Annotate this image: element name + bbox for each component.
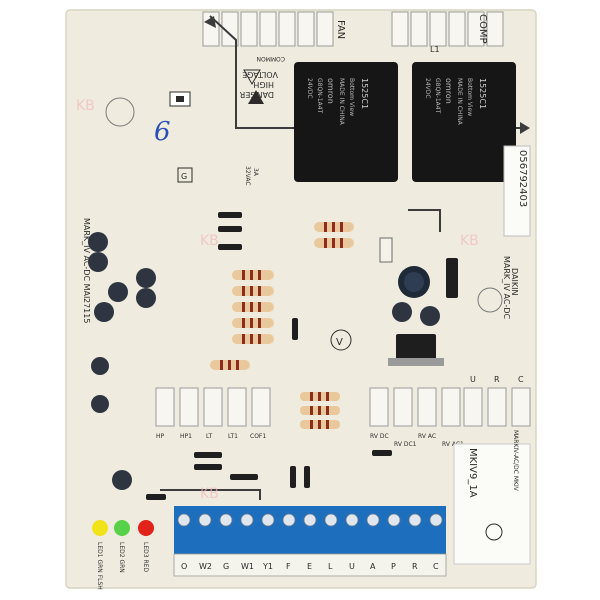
capacitor-group bbox=[88, 232, 440, 490]
terminal-g: G bbox=[223, 562, 229, 571]
svg-text:1525C1: 1525C1 bbox=[360, 78, 369, 109]
terminal-o: O bbox=[181, 562, 187, 571]
svg-text:Bottom View: Bottom View bbox=[348, 78, 355, 116]
terminal-block bbox=[174, 506, 446, 554]
serial-number: 056792403 bbox=[517, 150, 528, 207]
terminal-w2: W2 bbox=[199, 562, 212, 571]
serial-sticker bbox=[503, 145, 531, 237]
relay-right: 1525C1 Bottom View MADE IN CHINA omron G… bbox=[412, 62, 516, 182]
model-sticker bbox=[453, 443, 531, 565]
warning-triangle-icon bbox=[248, 90, 264, 104]
led-label-1: LED1 GRN FLSH bbox=[96, 542, 103, 590]
svg-text:MADE IN CHINA: MADE IN CHINA bbox=[338, 78, 345, 126]
model-number: MKIV9_1A bbox=[467, 448, 478, 498]
terminal-y1: Y1 bbox=[262, 562, 273, 571]
spade-label-hp: HP bbox=[156, 433, 165, 440]
corner-letter-c: C bbox=[518, 375, 524, 384]
l1-label: L1 bbox=[430, 45, 440, 54]
voltage-regulator bbox=[396, 334, 436, 364]
fan-label: FAN bbox=[335, 20, 346, 39]
led-label-2: LED2 GRN bbox=[118, 542, 125, 573]
svg-text:omron: omron bbox=[444, 78, 453, 104]
common-label: COMMON bbox=[257, 55, 285, 62]
side-text-right-1: DAIKIN bbox=[510, 268, 519, 295]
corner-letter-u: U bbox=[470, 375, 476, 384]
spade-label-hp1: HP1 bbox=[180, 433, 192, 440]
corner-letter-g: G bbox=[181, 172, 187, 181]
side-text-left-1: MARK_IV AC-DC MAI bbox=[82, 218, 91, 298]
trace-arrow-right bbox=[520, 122, 530, 134]
diode-group bbox=[146, 212, 458, 500]
spade-label-lt: LT bbox=[206, 433, 213, 440]
side-text-right-2: MARK_IV AC-DC bbox=[502, 256, 511, 320]
corner-letter-r: R bbox=[494, 375, 500, 384]
model-box-text: MARKIV-AC/DC MKIV bbox=[512, 430, 519, 492]
relay-left: 1525C1 Bottom View MADE IN CHINA omron G… bbox=[294, 62, 398, 182]
svg-text:MADE IN CHINA: MADE IN CHINA bbox=[456, 78, 463, 126]
terminal-p: P bbox=[391, 562, 396, 571]
spade-label-rv-dc: RV DC bbox=[370, 433, 389, 440]
svg-text:1525C1: 1525C1 bbox=[478, 78, 487, 109]
svg-text:omron: omron bbox=[326, 78, 335, 104]
watermark-1: KB bbox=[76, 98, 95, 114]
terminal-e: E bbox=[307, 562, 312, 571]
comp-label: COMP bbox=[477, 14, 488, 44]
terminal-r: R bbox=[412, 562, 418, 571]
terminal-l: L bbox=[328, 562, 333, 571]
led-label-3: LED3 RED bbox=[142, 542, 149, 572]
resistor-bands bbox=[220, 222, 343, 429]
corner-letter-v: V bbox=[336, 337, 343, 348]
terminal-w1: W1 bbox=[241, 562, 254, 571]
spade-label-lt1: LT1 bbox=[228, 433, 238, 440]
spade-label-cof1: COF1 bbox=[250, 433, 266, 440]
spade-label-rv-ac1: RV AC1 bbox=[442, 441, 464, 448]
spade-label-rv-dc1: RV DC1 bbox=[394, 441, 417, 448]
spade-connector-row bbox=[155, 387, 531, 427]
svg-text:24VDC: 24VDC bbox=[424, 78, 431, 99]
led-yellow bbox=[92, 520, 108, 536]
svg-text:24VDC: 24VDC bbox=[306, 78, 313, 99]
spade-label-rv-ac: RV AC bbox=[418, 433, 436, 440]
side-text-left-2: 27115 bbox=[82, 298, 91, 323]
led-green bbox=[114, 520, 130, 536]
terminal-u: U bbox=[349, 562, 355, 571]
svg-text:G8QN-1A4T: G8QN-1A4T bbox=[434, 78, 441, 114]
svg-text:HIGH: HIGH bbox=[253, 80, 274, 89]
svg-text:VOLTAGE: VOLTAGE bbox=[242, 70, 278, 79]
terminal-screws bbox=[177, 513, 443, 527]
fuse-rating: 3A bbox=[252, 168, 259, 177]
led-red bbox=[138, 520, 154, 536]
terminal-a: A bbox=[370, 562, 376, 571]
svg-text:G8QN-1A4T: G8QN-1A4T bbox=[316, 78, 323, 114]
terminal-c: C bbox=[433, 562, 439, 571]
watermark-2: KB bbox=[200, 233, 219, 249]
trace-arrow-left bbox=[204, 16, 216, 28]
terminal-f: F bbox=[286, 562, 291, 571]
fuse-voltage: 32VAC bbox=[244, 166, 251, 186]
handwritten-mark: 6 bbox=[154, 117, 171, 147]
svg-text:Bottom View: Bottom View bbox=[466, 78, 473, 116]
top-connector-row bbox=[202, 11, 504, 47]
watermark-4: KB bbox=[200, 486, 219, 502]
watermark-3: KB bbox=[460, 233, 479, 249]
terminal-labels: O W2 G W1 Y1 F E L U A P R C bbox=[181, 562, 439, 571]
